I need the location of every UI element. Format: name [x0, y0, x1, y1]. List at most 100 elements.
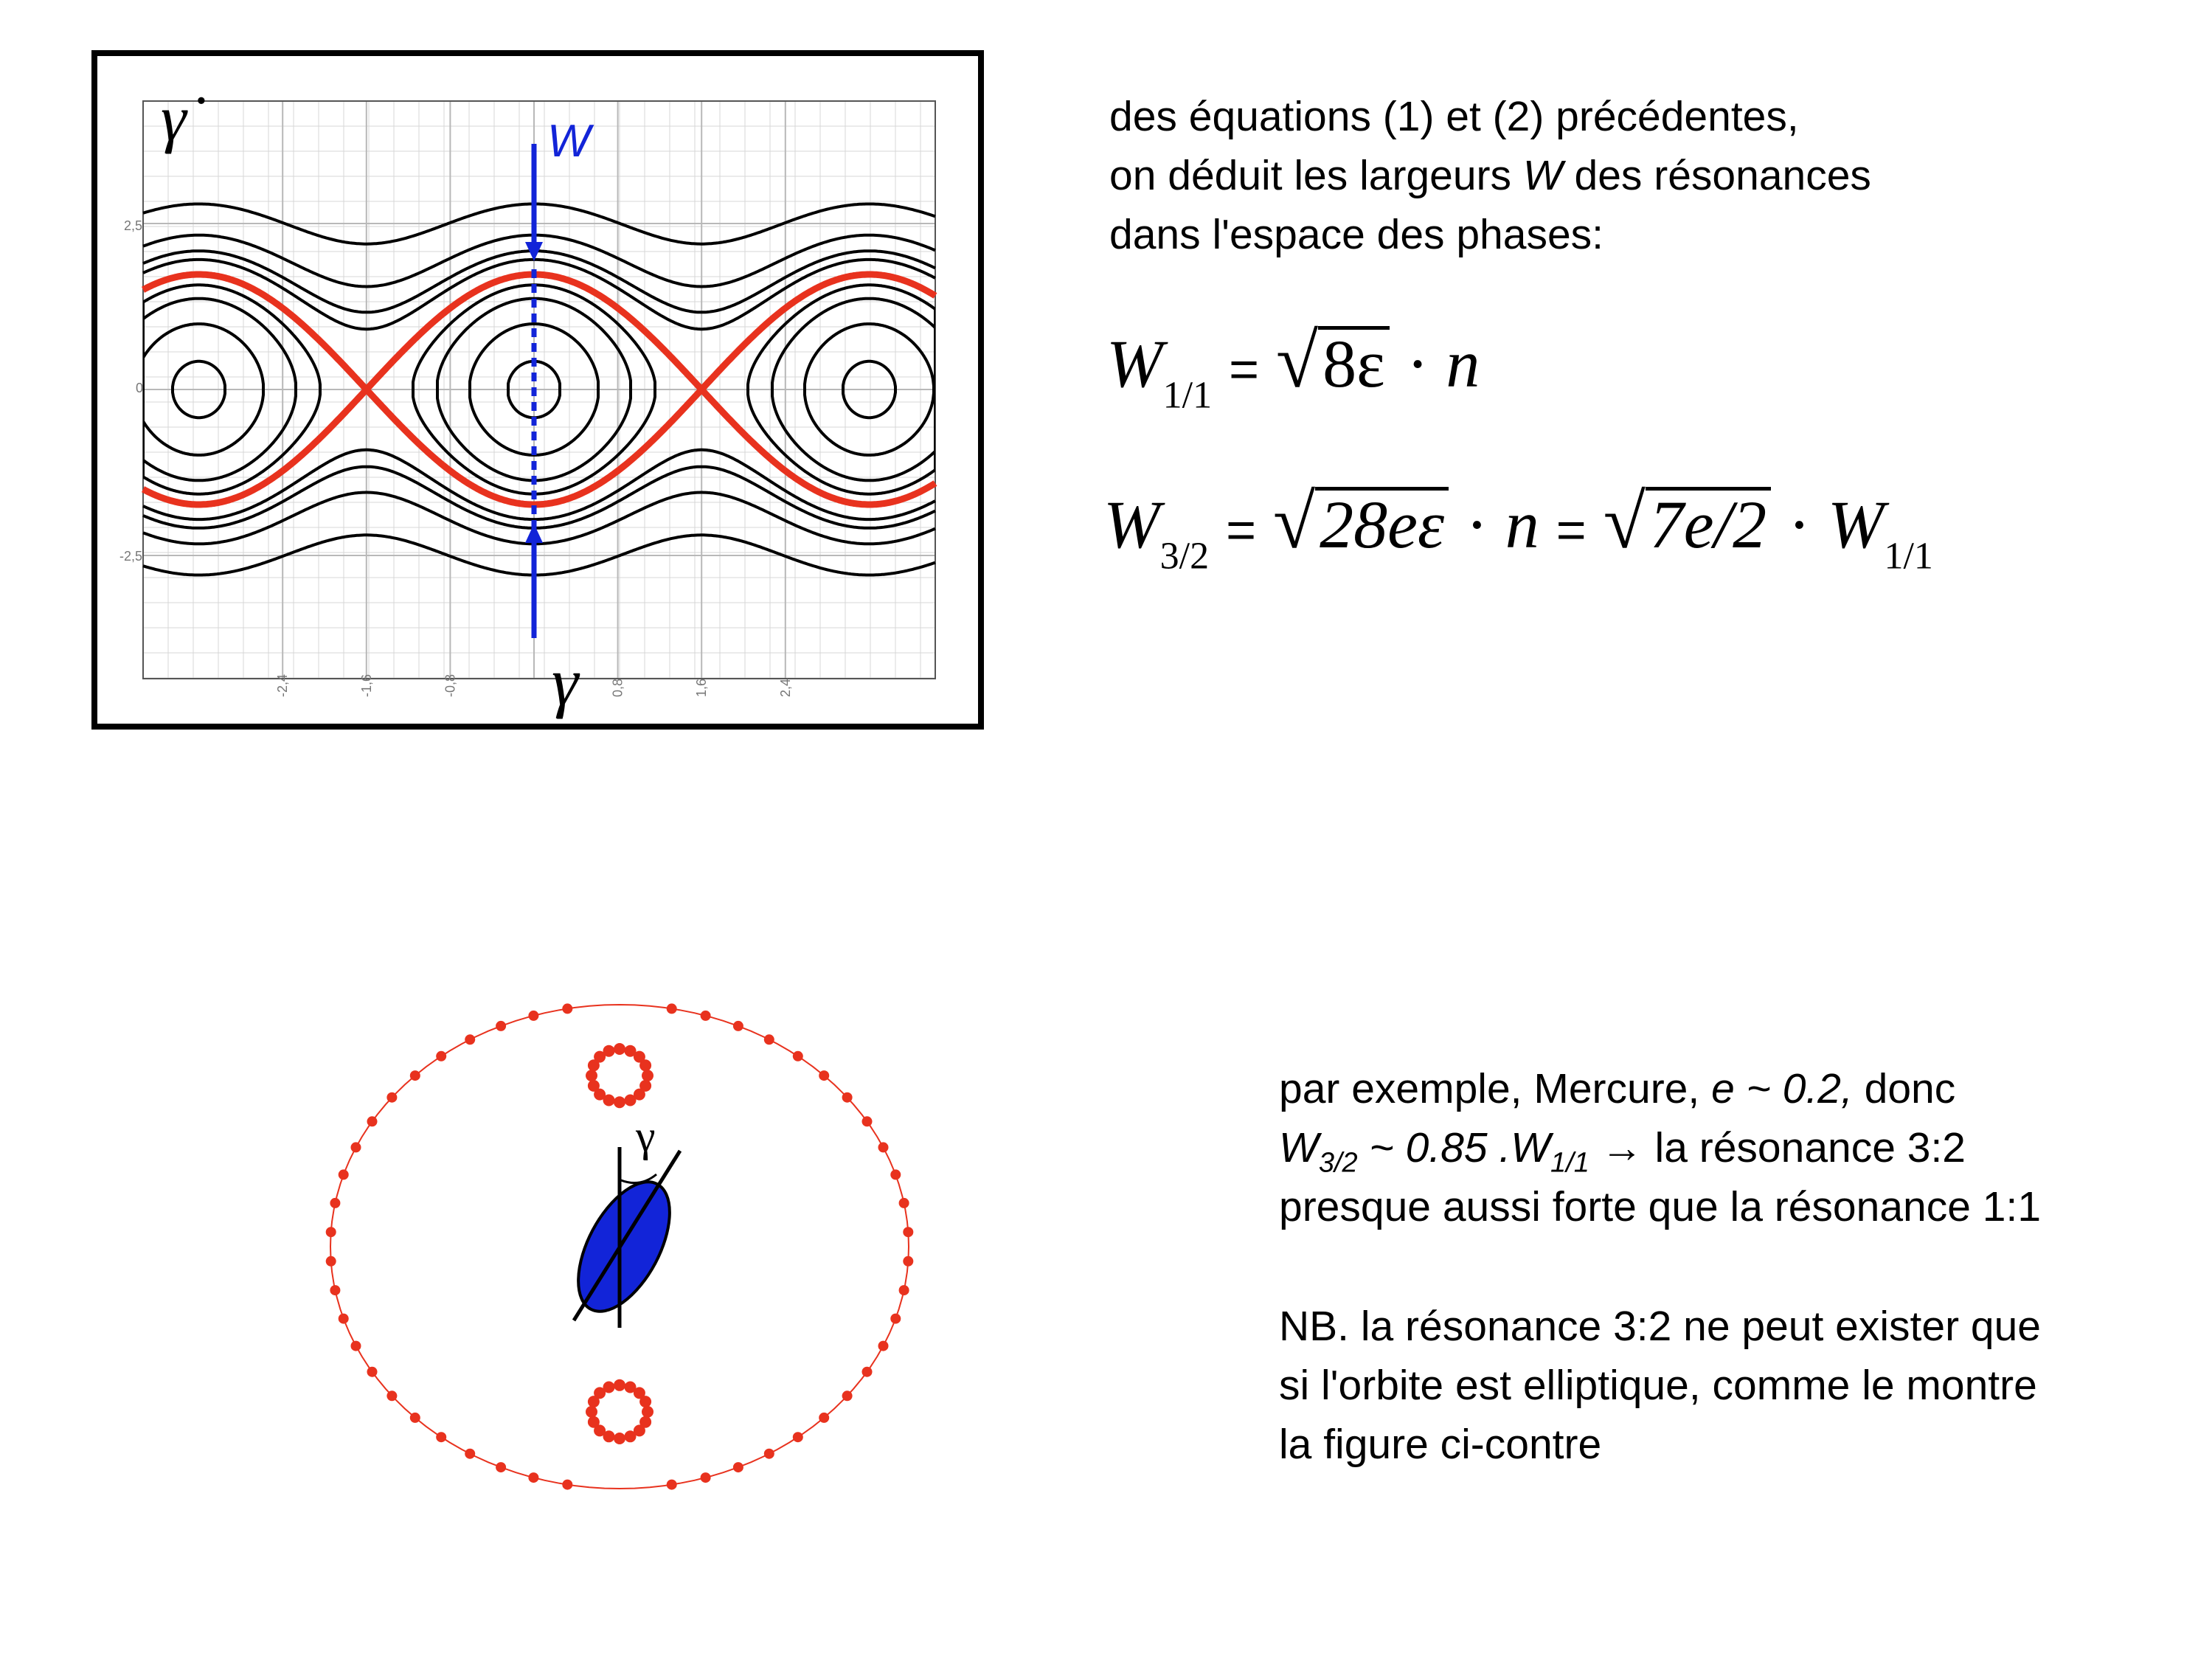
planet-body-icon [577, 1180, 671, 1313]
loop-point [633, 1424, 645, 1437]
orbit-point [763, 1034, 774, 1045]
circulating-trajectory [142, 533, 936, 577]
eq2-lhs-sub: 3/2 [1159, 535, 1210, 578]
orbit-point [890, 1169, 901, 1180]
orbit-point [562, 1003, 573, 1014]
orbit-point [325, 1255, 336, 1267]
loop-point [587, 1079, 600, 1092]
orbit-loops [586, 1043, 653, 1444]
orbit-point [763, 1448, 774, 1459]
librating-trajectory [143, 283, 322, 496]
orbit-point [842, 1092, 853, 1103]
intro-line-1: des équations (1) et (2) précédentes, [1109, 93, 1799, 140]
orbit-point [903, 1227, 914, 1238]
width-arrows [525, 144, 543, 638]
eq1-radicand: 8ε [1318, 326, 1390, 398]
loop-point [633, 1387, 645, 1399]
loop-point [603, 1381, 615, 1393]
circulating-trajectory [142, 249, 936, 314]
example-l2-sub1: 3/2 [1318, 1147, 1358, 1179]
loop-point [586, 1405, 597, 1418]
orbit-point [528, 1472, 539, 1483]
example-l1-b: e ~ 0.2, [1711, 1065, 1853, 1112]
eq2-radicand2: 7e/2 [1645, 487, 1772, 558]
loop-point [603, 1045, 615, 1057]
nb-line-1: NB. la résonance 3:2 ne peut exister que [1279, 1303, 2041, 1350]
intro-line-3: dans l'espace des phases: [1109, 211, 1604, 258]
intro-line-2-var: W [1522, 152, 1563, 199]
example-l2-end: la résonance 3:2 [1654, 1124, 1966, 1171]
circulating-trajectory [142, 202, 936, 246]
eq2-radicand2-text: 7e/2 [1649, 487, 1767, 562]
example-l1-c: donc [1852, 1065, 1956, 1112]
loop-point [639, 1059, 652, 1072]
y-tick-2-5: 2,5 [124, 218, 142, 233]
orbit-point [842, 1390, 853, 1402]
eq2-dot1: · [1466, 487, 1488, 562]
y-tick-0: 0 [136, 381, 143, 395]
x-tick-label: 1,6 [694, 679, 709, 697]
eq2-sqrt1-icon: √ [1272, 479, 1316, 564]
orbit-point [666, 1479, 677, 1490]
loop-point [603, 1430, 615, 1443]
loop-point [594, 1424, 606, 1437]
y-tick-neg-2-5: -2,5 [119, 549, 142, 564]
loop-point [624, 1430, 637, 1443]
librating-trajectory [412, 283, 656, 496]
loop-point [639, 1396, 652, 1408]
separatrix-lower [141, 387, 937, 508]
eq2-sqrt2-icon: √ [1603, 479, 1646, 564]
circulating-trajectory [142, 465, 936, 530]
librating-trajectory [171, 359, 226, 420]
orbit-point [330, 1197, 341, 1208]
example-l1-a: par exemple, Mercure, [1279, 1065, 1712, 1112]
orbit-point [386, 1092, 398, 1103]
orbit-point [903, 1255, 914, 1267]
circulating-trajectory [142, 233, 936, 288]
orbit-point [898, 1285, 909, 1296]
orbit-point [386, 1390, 398, 1402]
orbit-point [878, 1142, 889, 1153]
eq1-lhs-sub: 1/1 [1162, 374, 1213, 417]
eq2-rhs-sub: 1/1 [1884, 535, 1933, 578]
circulating-trajectory [142, 491, 936, 546]
orbit-point [325, 1227, 336, 1238]
width-arrow-bottom-head [525, 524, 543, 543]
eq2-radicand1-text: 28eε [1320, 487, 1445, 562]
orbit-point [732, 1020, 743, 1031]
librating-trajectory [842, 359, 897, 420]
equation-w32: W3/2 = √28eε · n = √7e/2 · W1/1 [1103, 478, 1933, 578]
intro-line-2-a: on déduit les largeurs [1109, 152, 1523, 199]
w-label: W [547, 116, 594, 167]
x-tick-label: -1,6 [359, 674, 374, 697]
orbit-path [325, 1003, 914, 1490]
orbit-point [890, 1313, 901, 1324]
eq1-lhs: W [1106, 326, 1163, 401]
orbit-point [898, 1197, 909, 1208]
orbit-point [330, 1285, 341, 1296]
orbit-point [465, 1034, 476, 1045]
loop-point [587, 1059, 600, 1072]
orbit-point [528, 1010, 539, 1021]
equation-w11: W1/1 = √8ε · n [1106, 317, 1480, 418]
orbit-point [792, 1432, 803, 1443]
librating-trajectory [771, 297, 935, 482]
loop-point [633, 1050, 645, 1063]
librating-trajectory [143, 297, 297, 482]
loop-point [614, 1433, 625, 1444]
orbit-point [436, 1432, 447, 1443]
orbit-point [732, 1462, 743, 1473]
librating-trajectory [436, 297, 632, 482]
gamma-angle-arc [620, 1173, 657, 1185]
eq1-sqrt-icon: √ [1275, 319, 1319, 404]
librating-trajectory [143, 322, 265, 457]
librating-trajectory [507, 359, 561, 420]
orbit-point [496, 1020, 507, 1031]
orbit-point [878, 1340, 889, 1351]
separatrix-upper [141, 271, 937, 392]
example-l2-mid: ~ 0.85 .W [1357, 1124, 1551, 1171]
trajectory-curves [141, 202, 937, 577]
eq1-n: n [1446, 326, 1480, 401]
